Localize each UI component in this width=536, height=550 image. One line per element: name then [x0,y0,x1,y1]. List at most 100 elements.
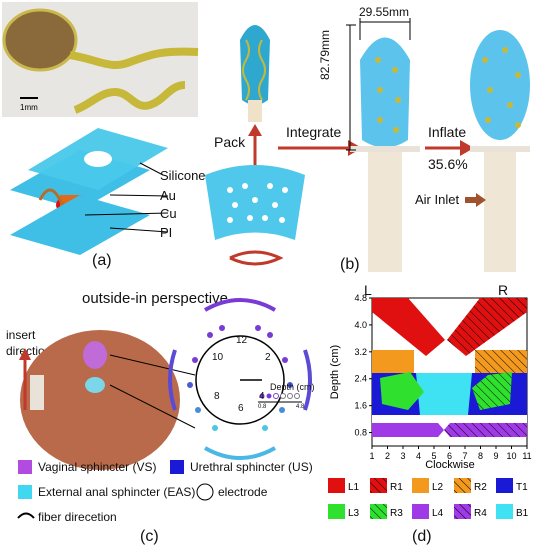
legend-swatch-l4 [412,504,429,519]
legend-label-l2: L2 [432,482,444,493]
y-axis-ticks: 0.81.62.43.24.04.8 [354,293,372,438]
legend-fiber: fiber direcetion [38,510,117,524]
legend-hatch-r1 [370,478,387,493]
probe-trace-2 [258,39,266,101]
x-tick-label: 5 [431,451,436,461]
pack-arrow-head [248,124,262,136]
panel-a-figure: 1mm [2,2,199,255]
y-axis-label: Depth (cm) [329,345,341,399]
x-tick-label: 1 [369,451,374,461]
integrated-probe [360,37,410,148]
legend-label-l4: L4 [432,508,444,519]
panel-c-figure [17,298,312,519]
panel-a: 1mm Silicone Au Cu PI (a) [0,0,206,270]
legend-swatch-eas [18,485,32,499]
region-l3 [380,372,424,410]
fiber-arrow-left [168,349,177,411]
legend-label-r4: R4 [474,508,487,519]
vaginal-sphincter [83,341,107,369]
leader-silicone [139,162,164,176]
silicone-hole [84,151,112,167]
region-l2 [372,350,414,373]
roll-arrow [229,250,284,266]
leader-cu [84,212,169,216]
legend-hatch-r2 [454,478,471,493]
inflate-arrow-head [460,140,474,156]
legend-eas: External anal sphincter (EAS) [38,485,196,499]
inflate-percent: 35.6% [428,156,468,172]
panel-label-c: (c) [140,528,159,545]
fiber-arrow-top [204,298,276,312]
x-tick-label: 6 [447,451,452,461]
height-dimension: 82.79mm [318,29,332,80]
legend-swatch-electrode [196,483,214,501]
serpentine-trace-2 [73,81,186,114]
step-inflate: Inflate [428,124,467,140]
panel-b-figure [205,18,530,272]
probe-illustration [30,375,44,410]
depth-max: 4.8 [296,404,305,410]
legend-swatch-b1 [496,504,513,519]
air-inlet-arrow-head [476,193,486,207]
region-l1 [372,298,445,356]
fiber-arrow-right [303,349,312,411]
y-tick-label: 4.8 [354,293,367,303]
gap-band [372,415,527,423]
pointer-vs [109,354,196,376]
probe-trace [242,39,250,101]
leader-au [109,194,169,197]
legend-label-r2: R2 [474,482,487,493]
scale-bar-label: 1mm [20,103,38,112]
y-tick-label: 0.8 [354,428,367,438]
legend-hatch-r3 [370,504,387,519]
clock-12: 12 [236,335,248,346]
region-b1 [416,373,472,415]
anal-sphincter [85,377,105,393]
electrode-pad [2,8,78,72]
x-tick-label: 9 [493,451,498,461]
x-tick-label: 2 [385,451,390,461]
x-tick-label: 4 [416,451,421,461]
step-integrate: Integrate [286,124,342,140]
legend-swatch-t1 [496,478,513,493]
legend-swatch-fiber [17,512,35,519]
pointer-as [109,384,196,429]
legend-label-l3: L3 [348,508,360,519]
layer-label-silicone: Silicone [160,168,206,183]
y-tick-label: 3.2 [354,347,367,357]
x-tick-label: 10 [506,451,516,461]
legend-swatch-l1 [328,478,345,493]
probe-flange [350,146,420,152]
legend-label-b1: B1 [516,508,529,519]
legend-electrode: electrode [218,485,268,499]
pelvic-floor-anatomy [20,330,180,470]
legend-swatch-us [170,460,184,474]
integrated-handle [368,152,402,272]
legend-hatch-r4 [454,504,471,519]
panel-c: outside-in perspective insert direction [0,280,320,550]
layer-label-cu: Cu [160,206,177,221]
legend-swatch-l3 [328,504,345,519]
depth-min: 0.8 [258,404,267,410]
leader-pi [109,227,169,233]
clock-2: 2 [265,352,271,363]
fiber-arrow-bottom [204,446,276,460]
legend-label-t1: T1 [516,482,528,493]
legend-label-r3: R3 [390,508,403,519]
layer-pi [10,195,150,255]
depth-label: Depth (cm) [270,382,315,392]
layer-label-pi: PI [160,225,173,240]
serpentine-trace [69,47,199,69]
panel-b: 29.55mm 82.79mm Pack Integrate Inflate 3… [200,0,536,280]
panel-label-b: (b) [340,256,360,273]
y-tick-label: 2.4 [354,374,367,384]
y-tick-label: 1.6 [354,401,367,411]
clock-10: 10 [212,352,224,363]
x-tick-label: 11 [522,451,531,461]
step-pack: Pack [214,134,246,150]
x-tick-label: 8 [478,451,483,461]
clock-6: 6 [238,403,244,414]
